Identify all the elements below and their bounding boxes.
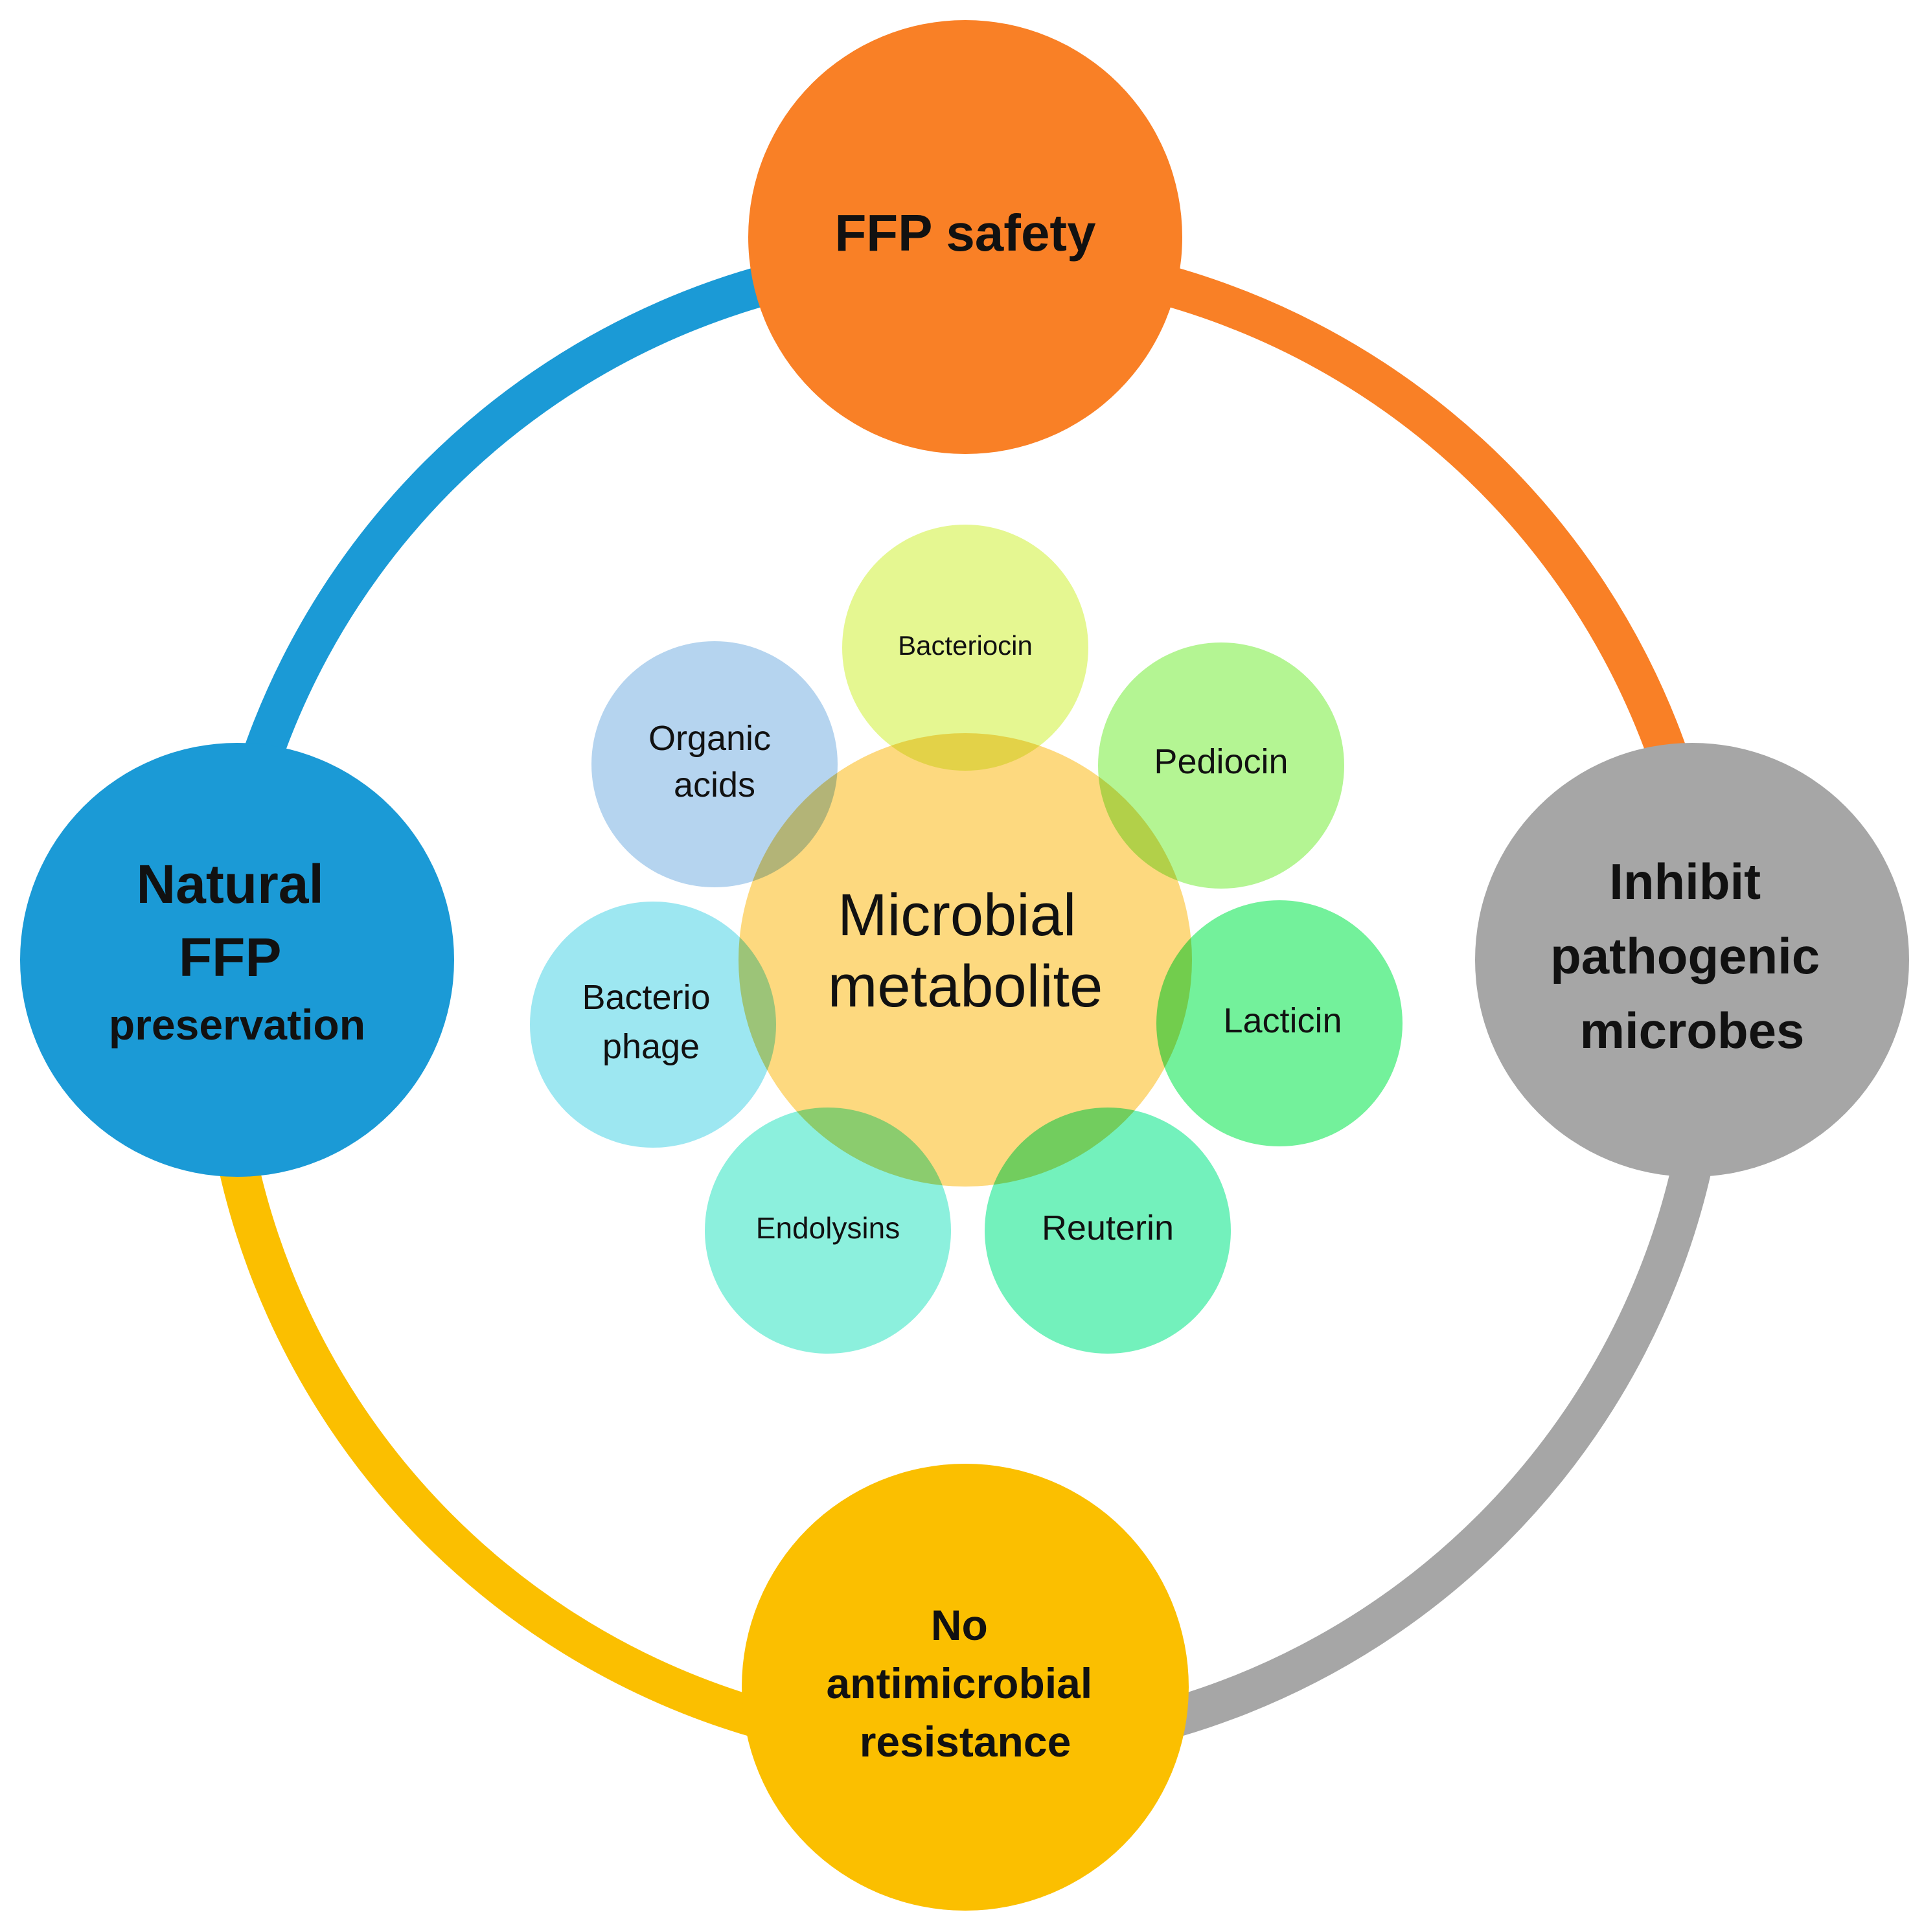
node-inhibit-line-1: Inhibit (1609, 853, 1761, 910)
petal-lacticin-label: Lacticin (1223, 1001, 1342, 1040)
petal-pediocin-label: Pediocin (1154, 742, 1288, 781)
center-microbial-metabolite-circle (739, 733, 1192, 1187)
petal-bacteriophage-label: Bacterio phage (582, 978, 720, 1066)
petal-lacticin-line-1: Lacticin (1223, 1001, 1342, 1040)
petal-organic-acids-label: Organic acids (648, 719, 781, 804)
node-ffp-safety: FFP safety (748, 20, 1182, 454)
petal-reuterin-circle (985, 1108, 1231, 1354)
petal-organic-acids-line-1: Organic (648, 719, 771, 758)
node-ffp-safety-circle (748, 20, 1182, 454)
node-resistance-line-1: No (931, 1601, 988, 1649)
node-inhibit-line-2: pathogenic (1550, 927, 1820, 984)
petal-pediocin-circle (1098, 642, 1344, 889)
petal-endolysins-circle (705, 1108, 951, 1354)
petal-reuterin-label: Reuterin (1042, 1209, 1174, 1247)
petal-organic-acids-line-2: acids (674, 766, 755, 804)
node-inhibit-circle (1475, 743, 1909, 1177)
petal-bacteriocin-circle (842, 525, 1088, 771)
node-resistance-label: No antimicrobial resistance (826, 1601, 1104, 1766)
node-inhibit-pathogenic-microbes: Inhibit pathogenic microbes (1475, 743, 1909, 1177)
petal-pediocin-line-1: Pediocin (1154, 742, 1288, 781)
node-natural-ffp-preservation: Natural FFP preservation (20, 743, 454, 1177)
petal-bacteriocin-label: Bacteriocin (898, 630, 1033, 661)
petal-organic-acids-circle (591, 641, 838, 887)
petal-bacteriophage-line-2: phage (602, 1027, 700, 1066)
center-line-1: Microbial (838, 882, 1076, 948)
node-preservation-line-1: Natural (136, 854, 323, 915)
node-ffp-safety-line-1: FFP safety (834, 204, 1096, 262)
node-preservation-line-3: preservation (109, 1001, 365, 1049)
node-inhibit-line-3: microbes (1580, 1002, 1805, 1059)
center-line-2: metabolite (828, 953, 1103, 1019)
petal-bacteriocin-line-1: Bacteriocin (898, 630, 1033, 661)
node-preservation-line-2: FFP (179, 927, 282, 988)
center-microbial-metabolite-label: Microbial metabolite (828, 882, 1103, 1019)
node-inhibit-label: Inhibit pathogenic microbes (1550, 853, 1834, 1059)
petal-endolysins-label: Endolysins (756, 1211, 900, 1245)
petal-bacteriophage-circle (530, 902, 776, 1148)
petal-reuterin-line-1: Reuterin (1042, 1209, 1174, 1247)
petal-bacteriophage-line-1: Bacterio (582, 978, 710, 1017)
petal-lacticin-circle (1156, 900, 1403, 1146)
node-resistance-line-2: antimicrobial (826, 1659, 1092, 1707)
node-resistance-circle (742, 1464, 1189, 1911)
petal-endolysins-line-1: Endolysins (756, 1211, 900, 1245)
center-cluster: Microbial metabolite Bacteriocin Pedioci… (530, 525, 1403, 1354)
node-no-antimicrobial-resistance: No antimicrobial resistance (742, 1464, 1189, 1911)
node-ffp-safety-label: FFP safety (834, 204, 1096, 262)
node-resistance-line-3: resistance (860, 1718, 1071, 1766)
node-preservation-label: Natural FFP preservation (109, 854, 365, 1049)
node-preservation-circle (20, 743, 454, 1177)
